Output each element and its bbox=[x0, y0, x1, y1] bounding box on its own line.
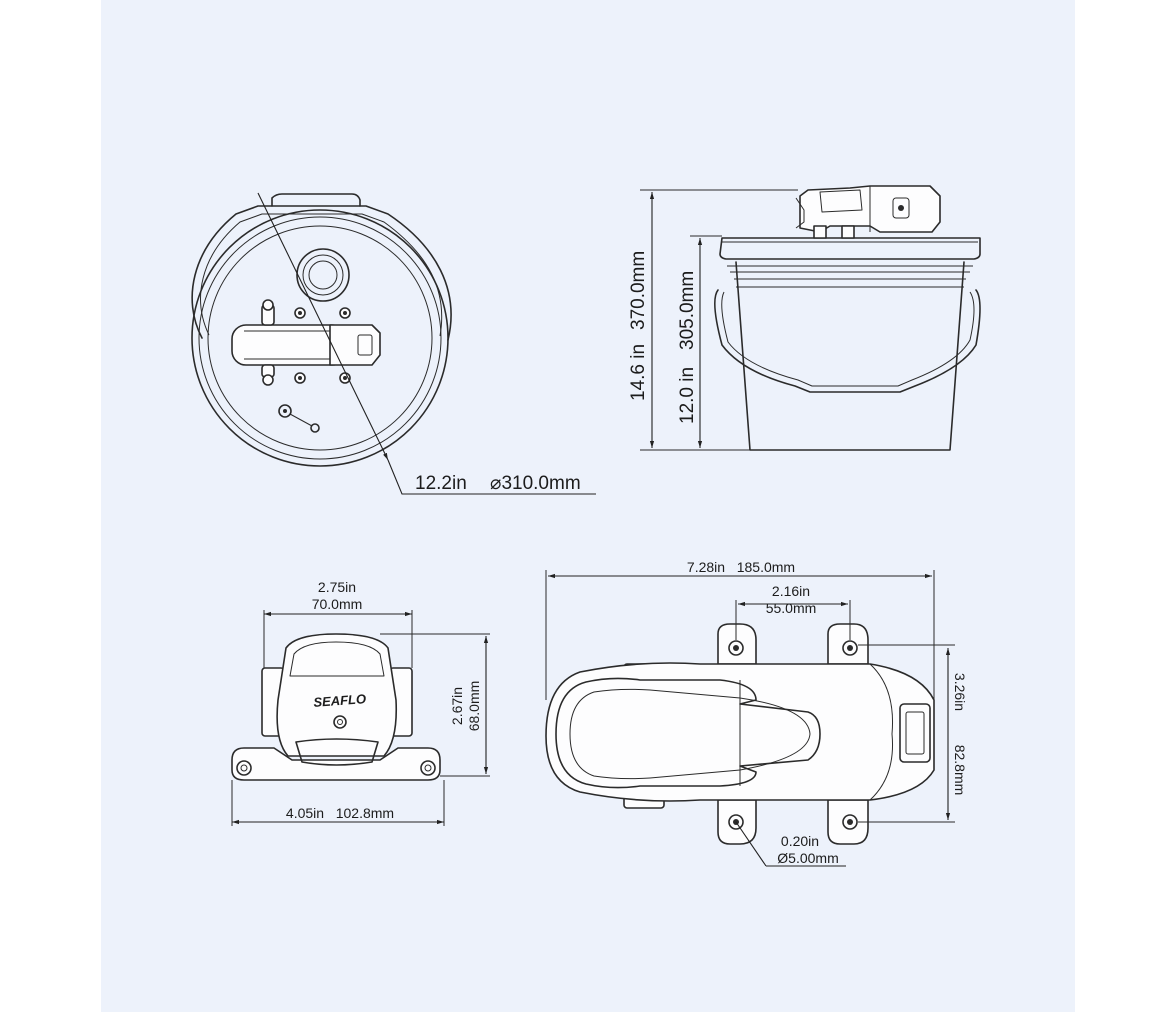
pump-height-in: 2.67in bbox=[449, 687, 465, 725]
pump-width-in: 3.26in bbox=[952, 673, 968, 711]
bucket-diameter-mm: ⌀310.0mm bbox=[490, 473, 581, 494]
bucket-top-view bbox=[191, 192, 596, 495]
bucket-height-mm: 305.0mm bbox=[677, 271, 698, 350]
total-height-mm: 370.0mm bbox=[628, 251, 649, 330]
hole-spacing-mm: 55.0mm bbox=[766, 600, 817, 616]
pump-width-mm: 82.8mm bbox=[952, 745, 968, 796]
drawing-background bbox=[101, 0, 1075, 1012]
bucket-side-view bbox=[640, 185, 981, 451]
pump-top-width-in: 2.75in bbox=[318, 579, 356, 595]
hole-diameter-in: 0.20in bbox=[781, 833, 819, 849]
pump-height-mm: 68.0mm bbox=[466, 681, 482, 732]
total-height-in: 14.6 in bbox=[628, 344, 649, 401]
bucket-diameter-in: 12.2in bbox=[415, 473, 467, 494]
bucket-height-in: 12.0 in bbox=[677, 367, 698, 424]
pump-top-width-mm: 70.0mm bbox=[312, 596, 363, 612]
pump-brand-logo: SEAFLO bbox=[313, 691, 367, 710]
pump-length: 7.28in 185.0mm bbox=[687, 559, 795, 575]
hole-diameter-mm: Ø5.00mm bbox=[777, 850, 838, 866]
pump-base-width: 4.05in 102.8mm bbox=[286, 805, 394, 821]
hole-spacing-in: 2.16in bbox=[772, 583, 810, 599]
pump-front-view bbox=[231, 610, 490, 826]
pump-top-view bbox=[545, 570, 955, 867]
